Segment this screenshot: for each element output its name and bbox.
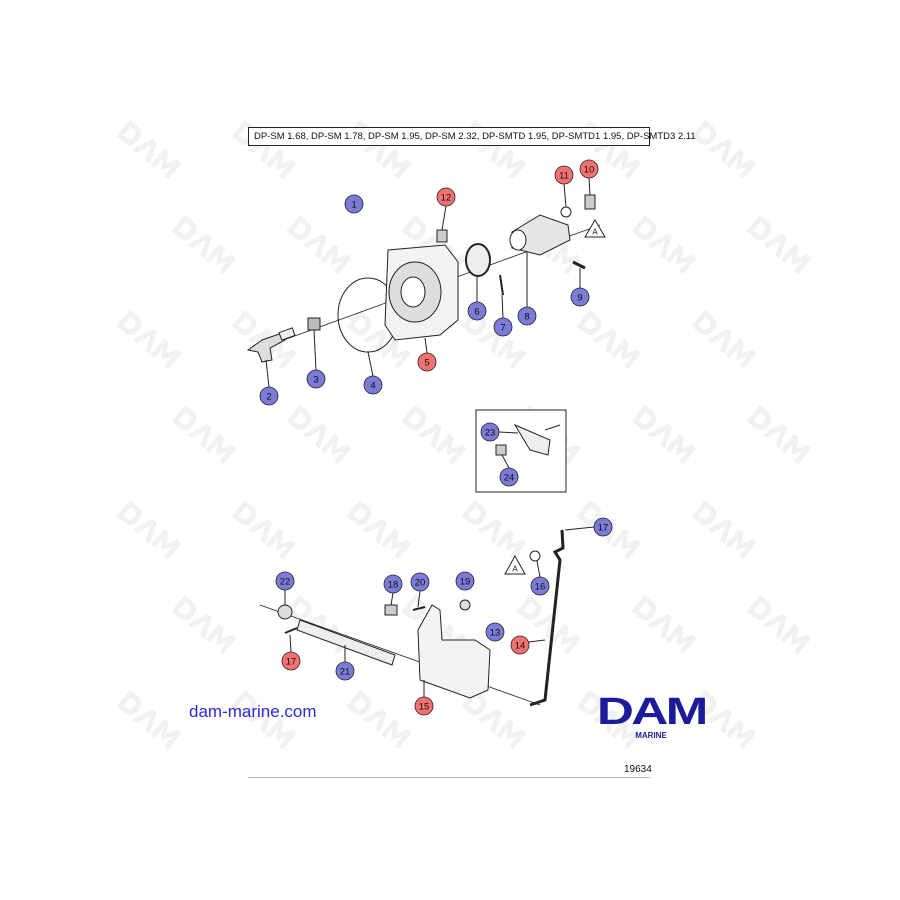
- callout-label: 6: [474, 307, 479, 318]
- callout-circle: [363, 375, 383, 395]
- callout-15: 15: [414, 696, 434, 716]
- callout-18: 18: [383, 574, 403, 594]
- callout-20: 20: [410, 572, 430, 592]
- callout-1: 1: [344, 194, 364, 214]
- callout-2: 2: [259, 386, 279, 406]
- callout-circle: [383, 574, 403, 594]
- callout-label: 2: [266, 392, 271, 403]
- figure-number: 19634: [624, 764, 652, 775]
- callout-10: 10: [579, 159, 599, 179]
- part-seal: [465, 243, 491, 277]
- callout-label: 16: [535, 582, 546, 593]
- callout-label: 3: [313, 375, 318, 386]
- callout-circle: [275, 571, 295, 591]
- callout-13: 13: [485, 622, 505, 642]
- callout-label: 1: [351, 200, 356, 211]
- callout-label: 8: [524, 312, 529, 323]
- callout-17: 17: [593, 517, 613, 537]
- model-list-header: DP-SM 1.68, DP-SM 1.78, DP-SM 1.95, DP-S…: [248, 127, 696, 146]
- callout-label: 21: [340, 667, 351, 678]
- part-rod: [529, 529, 565, 707]
- part-bracket: [417, 604, 491, 699]
- callout-label: 12: [441, 193, 452, 204]
- callout-22: 22: [275, 571, 295, 591]
- callout-circle: [593, 517, 613, 537]
- callout-label: 20: [415, 578, 426, 589]
- callout-circle: [410, 572, 430, 592]
- callout-circle: [259, 386, 279, 406]
- callout-circle: [281, 651, 301, 671]
- footer-divider: [248, 777, 650, 778]
- part-bushing: [307, 317, 321, 331]
- callout-label: 17: [286, 657, 297, 668]
- callout-circle: [570, 287, 590, 307]
- callout-label: 13: [490, 628, 501, 639]
- callout-circle: [306, 369, 326, 389]
- callout-19: 19: [455, 571, 475, 591]
- part-shaft-housing: [511, 214, 571, 256]
- callout-17: 17: [281, 651, 301, 671]
- callout-circle: [517, 306, 537, 326]
- callout-circle: [510, 635, 530, 655]
- logo-wordmark: DAM: [596, 691, 708, 733]
- callout-label: 23: [485, 428, 496, 439]
- part-shaft: [296, 619, 396, 666]
- callout-group: 1 12 11 10 9 8 7 6 5 4 3 2 23 24 17 16 22 18 20 19 13 14 17 21 1…: [259, 159, 613, 716]
- callout-circle: [414, 696, 434, 716]
- website-link[interactable]: dam-marine.com: [189, 702, 317, 721]
- callout-11: 11: [554, 165, 574, 185]
- callout-circle: [455, 571, 475, 591]
- callout-circle: [335, 661, 355, 681]
- callout-label: 11: [559, 171, 569, 182]
- callout-circle: [485, 622, 505, 642]
- callout-circle: [344, 194, 364, 214]
- callout-label: 10: [584, 165, 595, 176]
- callout-circle: [417, 352, 437, 372]
- callout-4: 4: [363, 375, 383, 395]
- callout-label: 5: [424, 358, 429, 369]
- callout-label: 4: [370, 381, 375, 392]
- callout-24: 24: [499, 467, 519, 487]
- callout-circle: [493, 317, 513, 337]
- logo-subtitle: MARINE: [635, 731, 667, 740]
- callout-14: 14: [510, 635, 530, 655]
- dam-marine-logo: DAM MARINE: [590, 693, 712, 740]
- callout-21: 21: [335, 661, 355, 681]
- callout-label: 24: [504, 473, 515, 484]
- callout-label: 14: [515, 641, 526, 652]
- detail-inset-box: [475, 409, 567, 493]
- callout-circle: [499, 467, 519, 487]
- callout-label: 9: [577, 293, 582, 304]
- callout-circle: [554, 165, 574, 185]
- callout-23: 23: [480, 422, 500, 442]
- callout-label: 18: [388, 580, 399, 591]
- callout-circle: [530, 576, 550, 596]
- callout-9: 9: [570, 287, 590, 307]
- callout-circle: [480, 422, 500, 442]
- callout-6: 6: [467, 301, 487, 321]
- reference-marker-a: A: [512, 565, 518, 574]
- part-washer: [277, 604, 293, 620]
- reference-marker-a: A: [592, 228, 598, 237]
- callout-label: 19: [460, 577, 471, 588]
- callout-16: 16: [530, 576, 550, 596]
- callout-7: 7: [493, 317, 513, 337]
- callout-circle: [579, 159, 599, 179]
- callout-label: 22: [280, 577, 291, 588]
- callout-3: 3: [306, 369, 326, 389]
- callout-circle: [467, 301, 487, 321]
- callout-label: 7: [500, 323, 505, 334]
- callout-label: 15: [419, 702, 430, 713]
- callout-label: 17: [598, 523, 609, 534]
- callout-circle: [436, 187, 456, 207]
- callout-5: 5: [417, 352, 437, 372]
- callout-8: 8: [517, 306, 537, 326]
- part-lever: [246, 332, 286, 363]
- callout-12: 12: [436, 187, 456, 207]
